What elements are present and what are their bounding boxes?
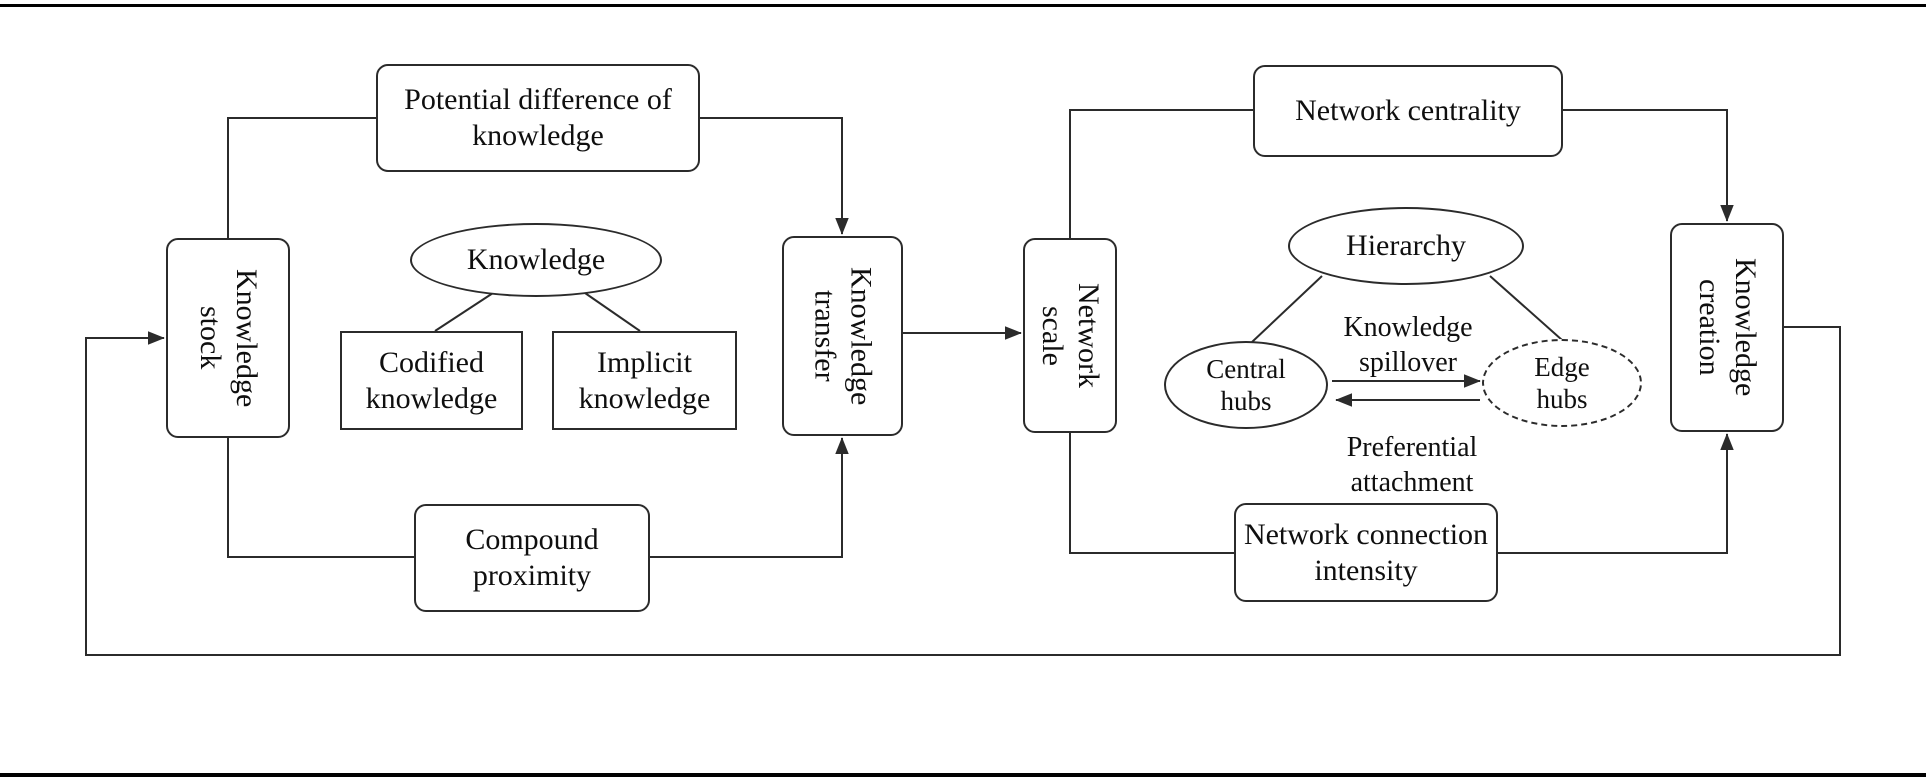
edge-hubs-ellipse: Edge hubs bbox=[1482, 339, 1642, 427]
knowledge-creation-box: Knowledge creation bbox=[1670, 223, 1784, 432]
compound-proximity-box: Compound proximity bbox=[414, 504, 650, 612]
knowledge-spillover-label: Knowledge spillover bbox=[1343, 312, 1473, 378]
preferential-attachment-label: Preferential attachment bbox=[1346, 432, 1478, 498]
edge-potential-difference-to-knowledge-transfer bbox=[700, 117, 849, 235]
network-scale-box: Network scale bbox=[1023, 238, 1117, 433]
edge-knowledge-to-codified bbox=[434, 292, 494, 332]
potential-difference-box: Potential difference of knowledge bbox=[376, 64, 700, 172]
edge-potential-difference-to-knowledge-stock bbox=[227, 117, 376, 238]
codified-knowledge-box: Codified knowledge bbox=[340, 331, 523, 430]
knowledge-ellipse: Knowledge bbox=[410, 223, 662, 297]
implicit-knowledge-box: Implicit knowledge bbox=[552, 331, 737, 430]
knowledge-stock-box: Knowledge stock bbox=[166, 238, 290, 438]
edge-feedback-knowledge-creation-to-knowledge-stock bbox=[85, 326, 1841, 656]
edge-compound-proximity-to-knowledge-transfer bbox=[650, 437, 849, 558]
network-connection-intensity-box: Network connection intensity bbox=[1234, 503, 1498, 602]
edge-connection-intensity-to-knowledge-creation bbox=[1498, 433, 1734, 554]
bottom-border-line bbox=[0, 773, 1926, 777]
network-centrality-box: Network centrality bbox=[1253, 65, 1563, 157]
top-border-line bbox=[0, 4, 1926, 7]
hierarchy-ellipse: Hierarchy bbox=[1288, 207, 1524, 285]
central-hubs-ellipse: Central hubs bbox=[1164, 341, 1328, 429]
edge-knowledge-to-implicit bbox=[584, 292, 641, 332]
knowledge-transfer-box: Knowledge transfer bbox=[782, 236, 903, 436]
edge-knowledge-stock-to-compound-proximity bbox=[227, 438, 414, 558]
edge-network-centrality-to-knowledge-creation bbox=[1563, 109, 1734, 222]
edge-network-centrality-to-network-scale bbox=[1069, 109, 1253, 238]
edge-network-scale-to-connection-intensity bbox=[1069, 433, 1234, 554]
edge-hierarchy-to-central-hubs bbox=[1251, 275, 1323, 343]
edge-hierarchy-to-edge-hubs bbox=[1489, 275, 1563, 341]
